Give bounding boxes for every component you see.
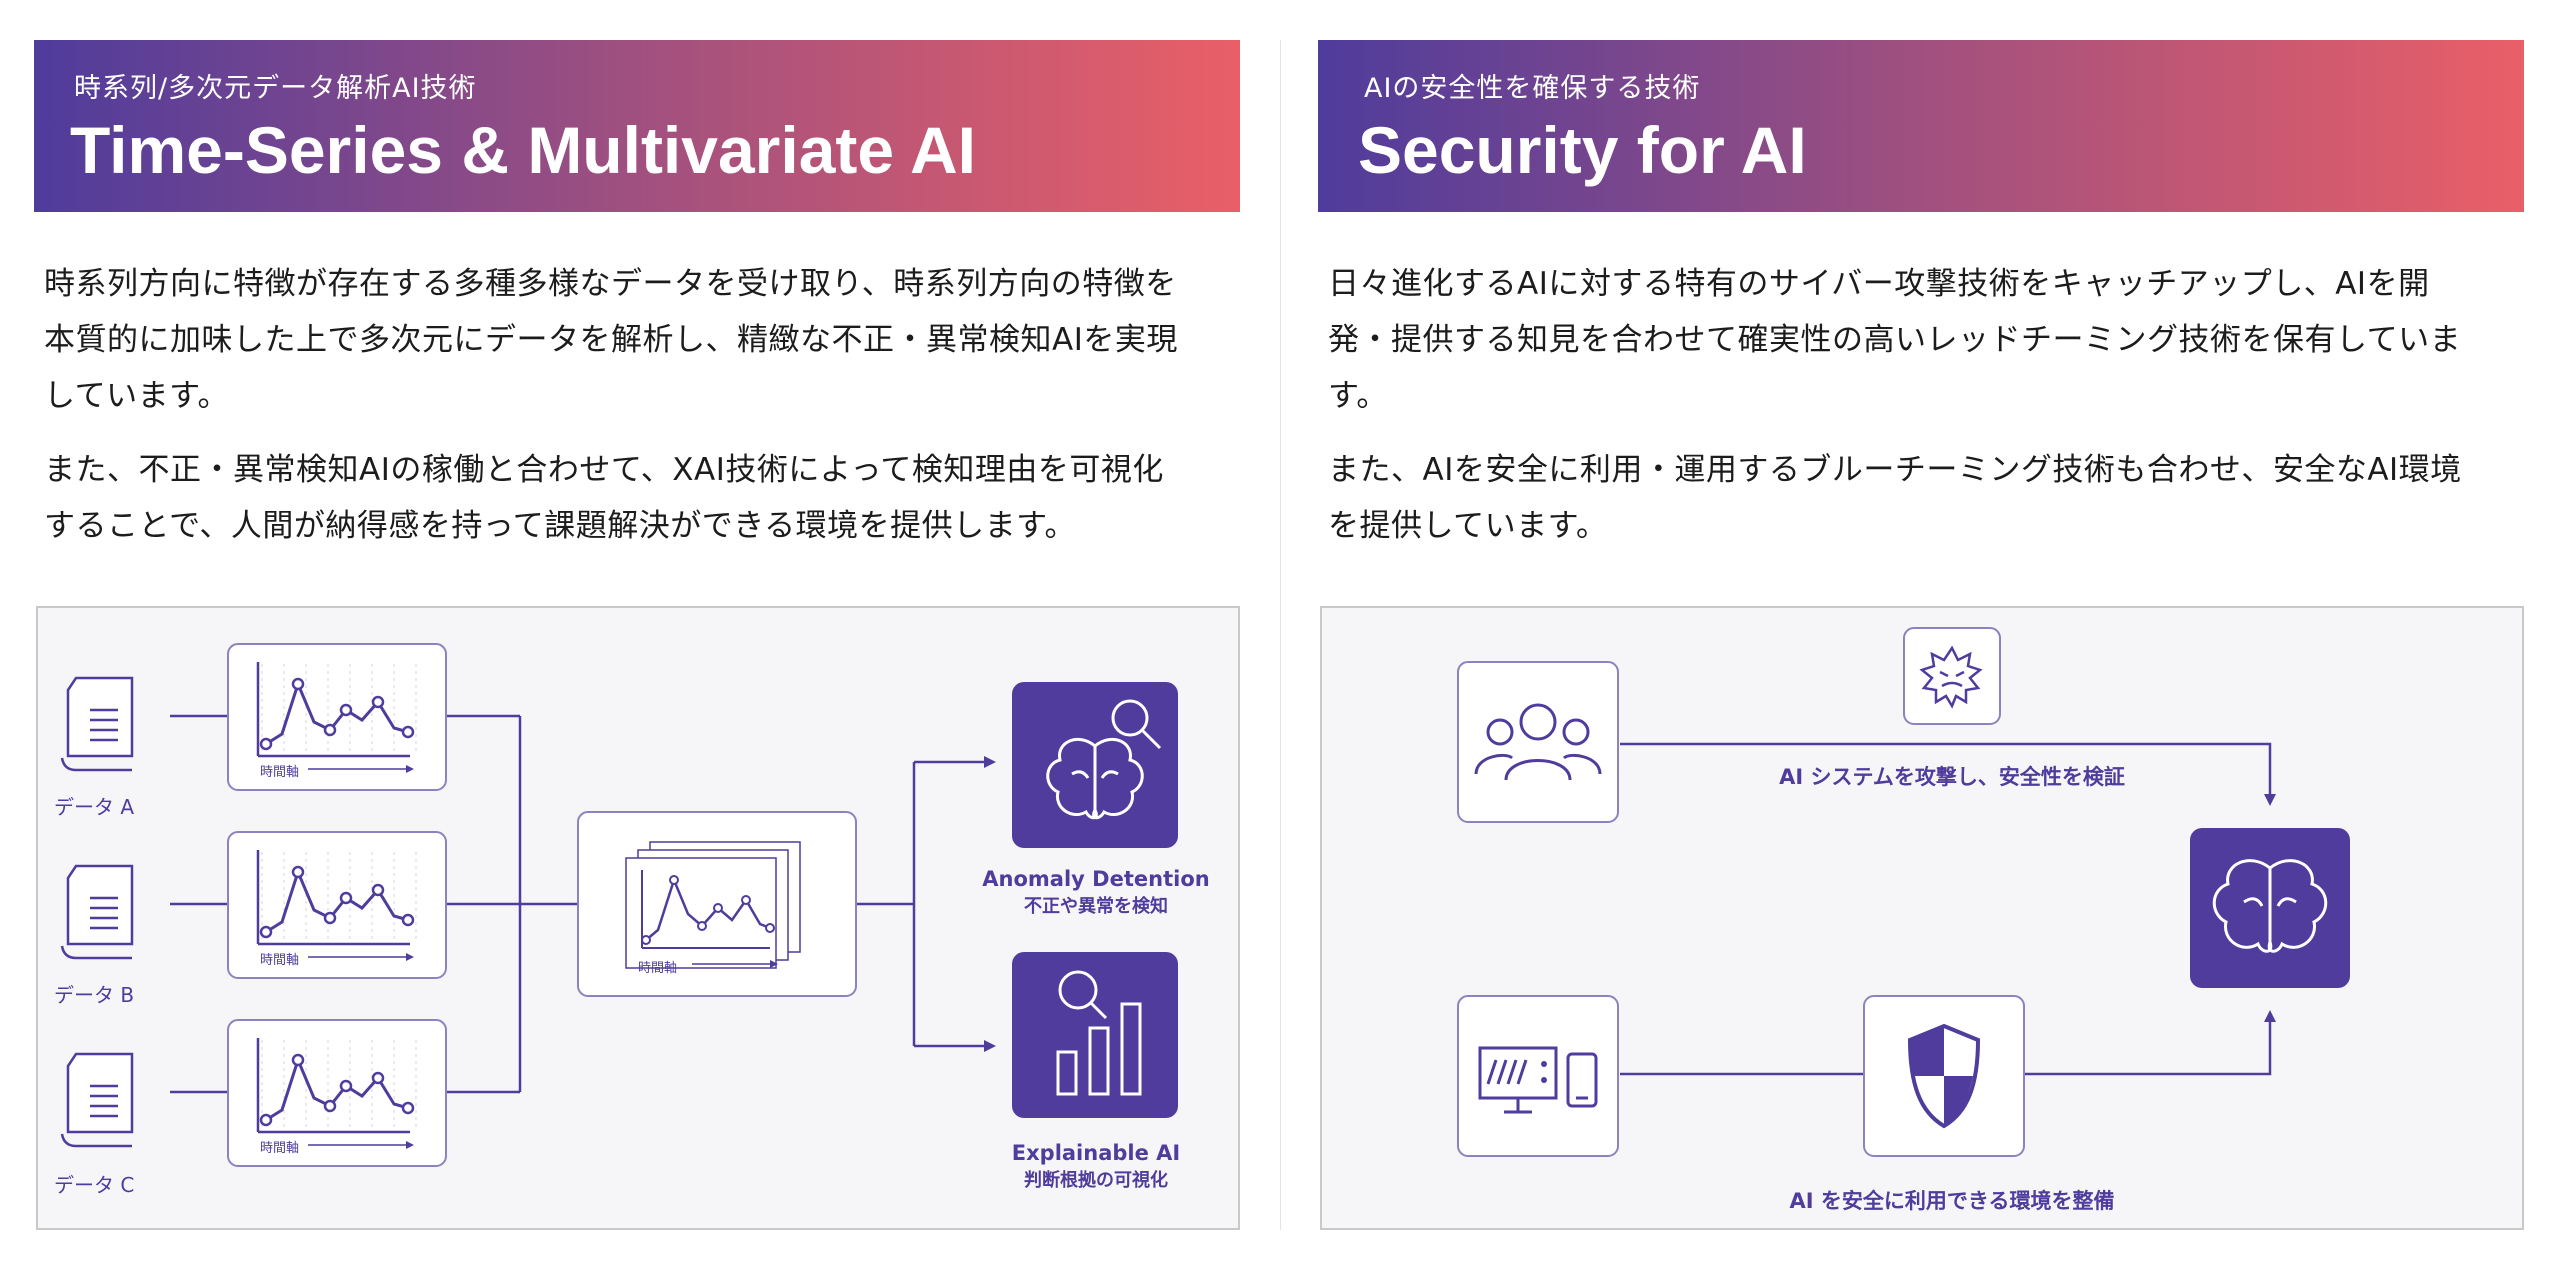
right-paragraph-2: また、AIを安全に利用・運用するブルーチーミング技術も合わせ、安全なAI環境 を… bbox=[1328, 442, 2538, 554]
virus-icon bbox=[1903, 627, 2001, 725]
left-p1-line-2: 本質的に加味した上で多次元にデータを解析し、精緻な不正・異常検知AIを実現 bbox=[44, 322, 1178, 358]
column-divider bbox=[1280, 40, 1281, 1230]
left-paragraph-2: また、不正・異常検知AIの稼働と合わせて、XAI技術によって検知理由を可視化 す… bbox=[44, 442, 1244, 554]
chart-card-b: 時間軸 bbox=[227, 831, 447, 979]
left-banner: 時系列/多次元データ解析AI技術 Time-Series & Multivari… bbox=[34, 40, 1240, 212]
axis-label-a: 時間軸 bbox=[260, 765, 299, 780]
right-banner: AIの安全性を確保する技術 Security for AI bbox=[1318, 40, 2524, 212]
left-paragraph-1: 時系列方向に特徴が存在する多種多様なデータを受け取り、時系列方向の特徴を 本質的… bbox=[44, 256, 1244, 424]
chart-card-a: 時間軸 bbox=[227, 643, 447, 791]
left-p1-line-1: 時系列方向に特徴が存在する多種多様なデータを受け取り、時系列方向の特徴を bbox=[44, 266, 1177, 302]
computer-icon bbox=[1457, 995, 1619, 1157]
data-label-a: データ A bbox=[54, 795, 134, 819]
document-icon-b bbox=[60, 864, 134, 960]
right-diagram-panel: AI システムを攻撃し、安全性を検証 bbox=[1320, 606, 2524, 1230]
left-p2-line-2: することで、人間が納得感を持って課題解決ができる環境を提供します。 bbox=[44, 508, 1077, 544]
users-icon bbox=[1457, 661, 1619, 823]
xai-subtitle: 判断根拠の可視化 bbox=[1024, 1169, 1168, 1191]
ai-brain-icon bbox=[2190, 828, 2350, 988]
anomaly-title: Anomaly Detention bbox=[982, 867, 1209, 891]
document-icon-a bbox=[60, 676, 134, 772]
brain-search-icon bbox=[1012, 682, 1178, 848]
right-paragraph-1: 日々進化するAIに対する特有のサイバー攻撃技術をキャッチアップし、AIを開 発・… bbox=[1328, 256, 2538, 424]
axis-label-combined: 時間軸 bbox=[638, 961, 677, 976]
right-p1-line-2: 発・提供する知見を合わせて確実性の高いレッドチーミング技術を保有していま bbox=[1328, 322, 2462, 358]
time-series-diagram: データ A データ B データ C 時間軸 時間軸 時間軸 bbox=[54, 643, 1210, 1197]
left-diagram-panel: データ A データ B データ C 時間軸 時間軸 時間軸 bbox=[36, 606, 1240, 1230]
data-label-c: データ C bbox=[54, 1173, 134, 1197]
right-p2-line-1: また、AIを安全に利用・運用するブルーチーミング技術も合わせ、安全なAI環境 bbox=[1328, 452, 2462, 488]
anomaly-subtitle: 不正や異常を検知 bbox=[1024, 895, 1168, 917]
right-title: Security for AI bbox=[1358, 113, 1807, 187]
chart-card-c: 時間軸 bbox=[227, 1019, 447, 1167]
right-p1-line-1: 日々進化するAIに対する特有のサイバー攻撃技術をキャッチアップし、AIを開 bbox=[1328, 266, 2430, 302]
xai-title: Explainable AI bbox=[1012, 1141, 1180, 1165]
axis-label-c: 時間軸 bbox=[260, 1141, 299, 1156]
left-p1-line-3: しています。 bbox=[44, 378, 229, 414]
left-p2-line-1: また、不正・異常検知AIの稼働と合わせて、XAI技術によって検知理由を可視化 bbox=[44, 452, 1164, 488]
bar-chart-search-icon bbox=[1012, 952, 1178, 1118]
shield-icon bbox=[1863, 995, 2025, 1157]
right-p2-line-2: を提供しています。 bbox=[1328, 508, 1608, 544]
axis-label-b: 時間軸 bbox=[260, 953, 299, 968]
left-subtitle: 時系列/多次元データ解析AI技術 bbox=[74, 73, 477, 104]
right-subtitle: AIの安全性を確保する技術 bbox=[1364, 73, 1701, 104]
attack-label: AI システムを攻撃し、安全性を検証 bbox=[1779, 765, 2125, 789]
environment-label: AI を安全に利用できる環境を整備 bbox=[1790, 1189, 2115, 1213]
data-label-b: データ B bbox=[54, 983, 134, 1007]
security-diagram: AI システムを攻撃し、安全性を検証 bbox=[1457, 627, 2350, 1213]
document-icon-c bbox=[60, 1052, 134, 1148]
combined-chart-card: 時間軸 bbox=[577, 811, 857, 997]
right-p1-line-3: す。 bbox=[1328, 378, 1388, 414]
left-title: Time-Series & Multivariate AI bbox=[70, 113, 976, 187]
